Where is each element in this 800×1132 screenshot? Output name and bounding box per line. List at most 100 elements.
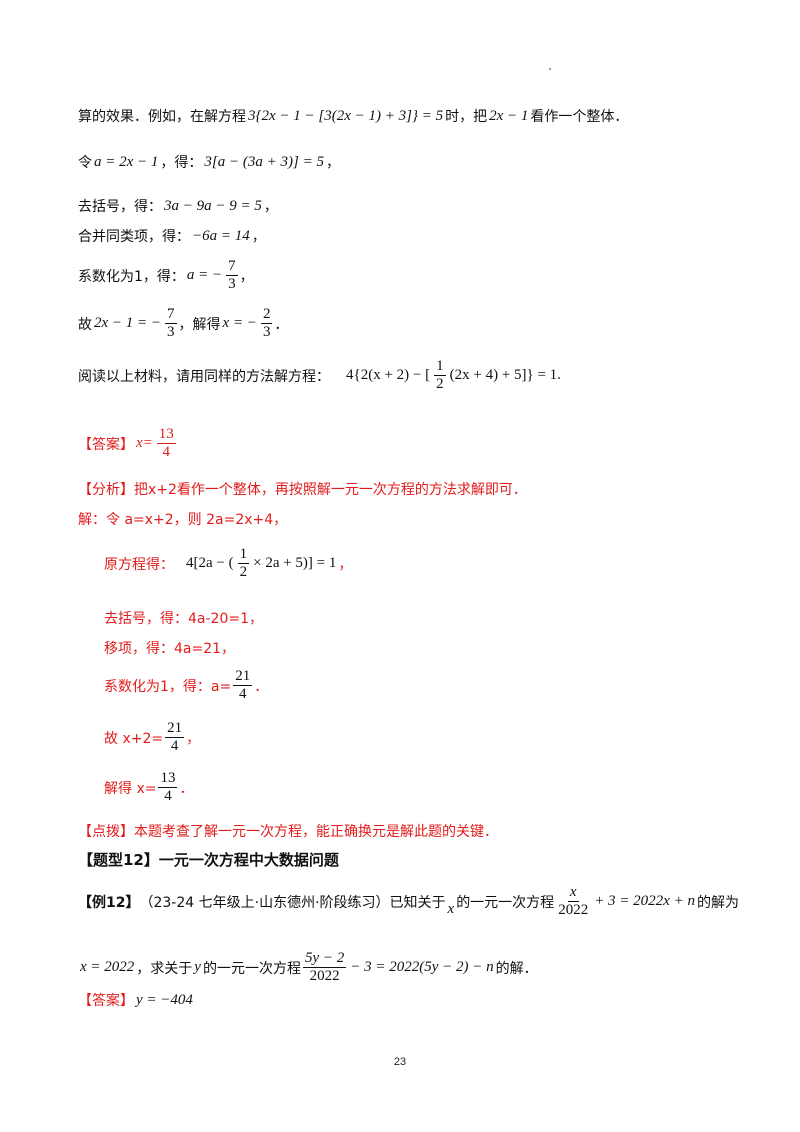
denominator: 3	[228, 276, 236, 292]
text: 令	[78, 155, 92, 171]
tip-text: 本题考查了解一元一次方程，能正确换元是解此题的关键．	[134, 824, 498, 840]
text: ，	[186, 730, 201, 747]
numerator: x	[567, 884, 579, 902]
solution-line-1: 解：令 a=x+2，则 2a=2x+4，	[78, 509, 287, 529]
analysis-line: 【分析】 把x+2看作一个整体，再按照解一元一次方程的方法求解即可．	[78, 479, 527, 499]
numerator: 1	[237, 546, 250, 564]
fraction: 2 3	[260, 306, 273, 341]
solution-line-3: 去括号，得：4a-20=1，	[104, 608, 263, 628]
answer-equation: y = −404	[136, 991, 193, 1008]
example-tag: 【例12】	[78, 894, 140, 911]
fraction: 5y − 2 2022	[302, 950, 347, 985]
solution-text: 系数化为1，得：a=	[104, 678, 232, 695]
analysis-tag: 【分析】	[78, 482, 134, 498]
section-heading: 【题型12】一元一次方程中大数据问题	[78, 849, 339, 870]
page-number: 23	[393, 1056, 407, 1068]
denominator: 4	[162, 444, 171, 460]
text: 故	[78, 316, 92, 333]
text: ．	[179, 780, 194, 797]
text-line-6: 故 2x − 1 = − 7 3 ，解得 x = − 2 3 ．	[78, 306, 288, 341]
tip-line: 【点拨】 本题考查了解一元一次方程，能正确换元是解此题的关键．	[78, 821, 498, 841]
denominator: 3	[167, 324, 175, 340]
denominator: 4	[170, 738, 179, 754]
section-title: 【题型12】一元一次方程中大数据问题	[78, 851, 339, 869]
answer-equation: x=	[136, 435, 153, 451]
solution-line-5: 系数化为1，得：a= 21 4 ．	[104, 668, 268, 703]
fraction: 13 4	[158, 770, 178, 805]
solution-text: 去括号，得：4a-20=1，	[104, 611, 263, 627]
solution-label: 原方程得：	[104, 556, 174, 573]
numerator: 2	[260, 306, 273, 324]
equation-part: 4[2a − (	[186, 555, 234, 571]
solution-line-6: 故 x+2= 21 4 ，	[104, 720, 200, 755]
text: ，	[239, 268, 254, 285]
numerator: 7	[226, 258, 238, 276]
text: 合并同类项，得：	[78, 229, 190, 245]
speck	[549, 68, 551, 70]
text: ，	[338, 556, 353, 573]
text: ，解得	[178, 316, 221, 333]
text-line-2: 令 a = 2x − 1 ，得： 3[a − (3a + 3)] = 5 ，	[78, 152, 340, 172]
text: ，	[263, 199, 278, 215]
fraction: 21 4	[165, 720, 185, 755]
text-line-4: 合并同类项，得： −6a = 14 ，	[78, 226, 266, 246]
numerator: 21	[233, 668, 253, 686]
text: 看作一个整体．	[530, 109, 629, 125]
solution-text: 移项，得：4a=21，	[104, 641, 236, 657]
text: 的解．	[495, 960, 538, 977]
denominator: 2022	[558, 902, 589, 918]
solution-text: 故 x+2=	[104, 730, 164, 747]
denominator: 2	[436, 376, 444, 392]
denominator: 4	[238, 686, 247, 702]
solution-line-7: 解得 x= 13 4 ．	[104, 770, 193, 805]
denominator: 3	[262, 324, 271, 340]
equation-part: 4{2(x + 2) − [	[346, 367, 431, 383]
answer-tag: 【答案】	[78, 436, 134, 453]
equation: x = 2022	[80, 959, 135, 975]
solution-line-2: 原方程得： 4[2a − ( 1 2 × 2a + 5)] = 1 ，	[104, 546, 352, 581]
equation-part: − 3 = 2022(5y − 2) − n	[350, 959, 494, 975]
equation: 3a − 9a − 9 = 5	[164, 197, 262, 214]
numerator: 13	[156, 426, 176, 444]
fraction: 7 3	[226, 258, 238, 293]
example-line-1: 【例12】 （23-24 七年级上·山东德州·阶段练习）已知关于 x 的一元一次…	[78, 884, 739, 919]
solution-text: 解得 x=	[104, 780, 157, 797]
equation: x = −	[222, 315, 257, 331]
expression: 2x − 1	[489, 107, 529, 124]
text: ．	[254, 678, 269, 695]
equation: 3[a − (3a + 3)] = 5	[204, 153, 324, 170]
text: ，求关于	[136, 960, 193, 977]
text: 时，把	[445, 109, 488, 125]
text: ．	[274, 316, 289, 333]
equation-part: + 3 = 2022x + n	[594, 893, 695, 909]
equation-part: (2x + 4) + 5]} = 1.	[449, 367, 561, 383]
text: ，	[251, 229, 266, 245]
text: ，	[325, 155, 340, 171]
text-line-7: 阅读以上材料，请用同样的方法解方程： 4{2(x + 2) − [ 1 2 (2…	[78, 358, 563, 393]
numerator: 13	[158, 770, 178, 788]
answer-tag: 【答案】	[78, 993, 134, 1009]
solution-line-4: 移项，得：4a=21，	[104, 638, 235, 658]
fraction: 1 2	[237, 546, 250, 581]
numerator: 21	[165, 720, 185, 738]
denominator: 2	[239, 564, 248, 580]
text: 阅读以上材料，请用同样的方法解方程：	[78, 368, 330, 385]
solution-text: 解：令 a=x+2，则 2a=2x+4，	[78, 512, 288, 528]
equation-part: × 2a + 5)] = 1	[253, 555, 337, 571]
text: ，得：	[160, 155, 203, 171]
denominator: 2022	[309, 968, 340, 984]
denominator: 4	[164, 788, 172, 804]
fraction: 7 3	[165, 306, 177, 341]
text: 的一元一次方程	[202, 960, 301, 977]
equation: −6a = 14	[192, 227, 250, 244]
example-source: （23-24 七年级上·山东德州·阶段练习）已知关于	[139, 894, 446, 911]
text-line-3: 去括号，得： 3a − 9a − 9 = 5 ，	[78, 196, 278, 216]
text: 算的效果．例如，在解方程	[78, 109, 246, 125]
text: 系数化为1，得：	[78, 268, 185, 285]
equation: 2x − 1 = −	[94, 315, 162, 331]
numerator: 7	[165, 306, 177, 324]
fraction: x 2022	[556, 884, 590, 919]
text: 的一元一次方程	[456, 894, 555, 911]
numerator: 5y − 2	[302, 950, 347, 968]
